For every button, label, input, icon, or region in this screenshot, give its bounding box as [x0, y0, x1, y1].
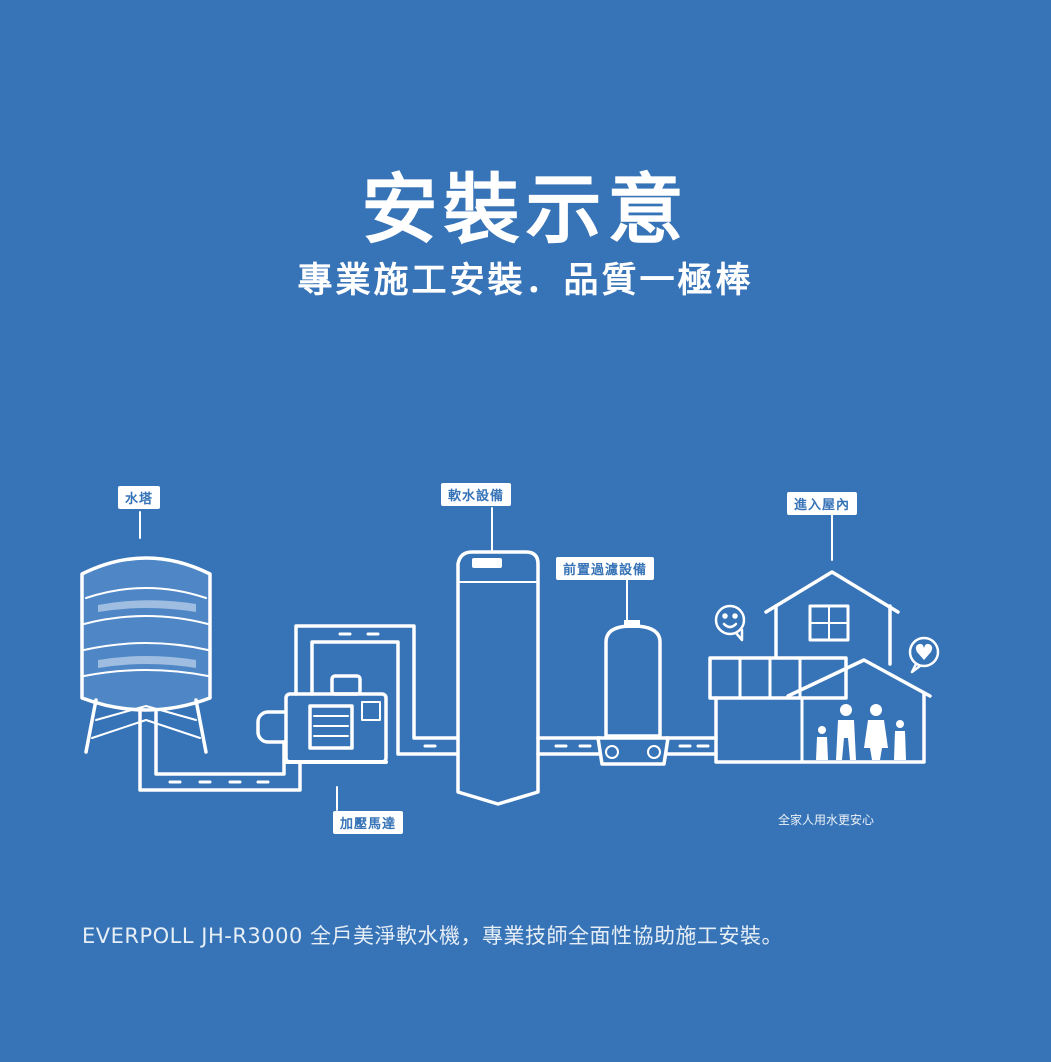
pipe-pump-to-softener	[294, 624, 462, 756]
filter-icon	[596, 620, 670, 766]
label-pump: 加壓馬達	[333, 811, 404, 834]
pipe-inlet	[138, 710, 302, 792]
house-icon	[708, 570, 932, 764]
family-icon	[816, 704, 906, 760]
label-filter: 前置過濾設備	[556, 557, 655, 580]
water-tower-icon	[80, 556, 212, 754]
family-caption: 全家人用水更安心	[778, 813, 875, 827]
page-subtitle: 專業施工安裝．品質一極棒	[297, 261, 754, 301]
heart-icon	[908, 636, 940, 674]
footer-text: EVERPOLL JH-R3000 全戶美淨軟水機，專業技師全面性協助施工安裝。	[82, 924, 784, 948]
label-softener: 軟水設備	[441, 483, 512, 506]
pump-icon	[256, 674, 388, 764]
label-indoor: 進入屋內	[787, 492, 858, 515]
softener-icon	[456, 550, 540, 806]
smile-icon	[714, 604, 746, 642]
pipe-filter-to-house	[664, 736, 718, 756]
page-title: 安裝示意	[361, 165, 690, 254]
label-water-tower: 水塔	[118, 486, 161, 509]
pipe-softener-to-filter	[536, 736, 602, 756]
